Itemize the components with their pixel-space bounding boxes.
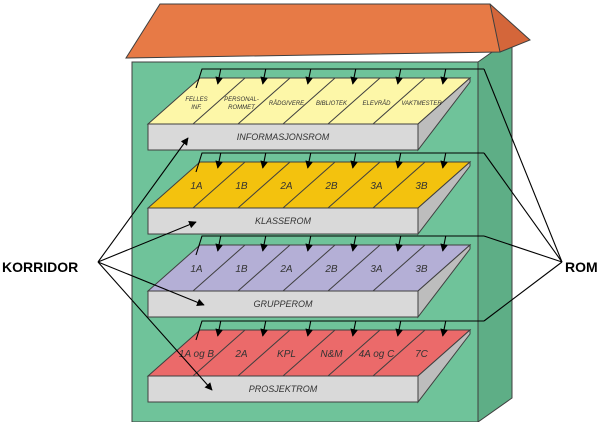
room-divider [282, 244, 336, 292]
room-label: N&M [320, 349, 343, 360]
korridor-arrow [97, 221, 197, 263]
room-label: 1B [235, 181, 248, 192]
room-label: KPL [277, 349, 296, 360]
room-arrow [395, 68, 403, 85]
room-divider [192, 77, 246, 125]
room-arrow [440, 235, 448, 252]
room-label: BIBLIOTEK [316, 101, 348, 107]
room-label: 7C [415, 349, 429, 360]
room-divider [327, 244, 381, 292]
corridor-edge [417, 243, 471, 319]
room-label: 2A [234, 349, 248, 360]
room-arrow [440, 152, 448, 169]
rom-label: ROM [565, 259, 598, 275]
room-divider [282, 329, 336, 377]
room-arrow [440, 320, 448, 337]
room-label: 1A og B [179, 349, 215, 360]
room-label: RÅDGIVERE [269, 100, 305, 107]
rom-lines [483, 68, 563, 322]
korridor-label: KORRIDOR [2, 259, 78, 275]
corridor-edge [417, 328, 471, 404]
corridor-label: GRUPPEROM [253, 299, 313, 309]
room-divider [327, 329, 381, 377]
room-arrow [305, 152, 313, 169]
floor-2: KLASSEROM 1A 1B 2A 2B 3A 3B [146, 152, 484, 236]
room-divider [237, 77, 291, 125]
room-arrow [350, 235, 358, 252]
room-divider [372, 244, 426, 292]
room-divider [327, 77, 381, 125]
room-divider [237, 244, 291, 292]
corridor-label: INFORMASJONSROM [237, 132, 330, 142]
korridor-arrow [97, 137, 189, 263]
room-arrow [260, 320, 268, 337]
room-divider [237, 161, 291, 209]
room-rail [195, 235, 484, 256]
room-arrow [215, 152, 223, 169]
room-arrow [215, 68, 223, 85]
room-arrow [350, 320, 358, 337]
room-label: 3A [370, 181, 383, 192]
korridor-arrow [97, 261, 205, 306]
korridor-arrow [97, 261, 213, 391]
room-arrow [395, 152, 403, 169]
room-arrow [260, 235, 268, 252]
rom-line [483, 68, 563, 263]
room-divider [327, 161, 381, 209]
room-label: 3A [370, 264, 383, 275]
room-label: PERSONAL-ROMMET [224, 97, 259, 111]
room-label: 2A [279, 181, 293, 192]
room-divider [282, 161, 336, 209]
room-rail [195, 152, 484, 173]
room-label: 1B [235, 264, 248, 275]
room-divider [372, 329, 426, 377]
floor-4: PROSJEKTROM 1A og B 2A KPL N&M 4A og C 7C [146, 320, 484, 404]
roof [125, 3, 501, 59]
rom-line [483, 152, 563, 263]
room-divider [192, 329, 246, 377]
corridor-label: KLASSEROM [255, 216, 312, 226]
room-divider [192, 244, 246, 292]
room-label: 2A [279, 264, 293, 275]
room-label: 2B [324, 181, 338, 192]
room-divider [237, 329, 291, 377]
room-rail [195, 68, 484, 89]
room-rail [195, 320, 484, 341]
corridor-label: PROSJEKTROM [249, 384, 318, 394]
room-label: ELEVRÅD [362, 100, 391, 107]
room-label: VAKTMESTER [401, 101, 442, 107]
room-label: 3B [415, 181, 428, 192]
room-arrow [395, 235, 403, 252]
room-arrow [440, 68, 448, 85]
room-divider [192, 161, 246, 209]
room-arrow [395, 320, 403, 337]
room-arrow [350, 152, 358, 169]
room-arrow [350, 68, 358, 85]
room-arrow [305, 235, 313, 252]
corridor-edge [417, 76, 471, 152]
room-label: 1A [190, 181, 203, 192]
room-label: 3B [415, 264, 428, 275]
room-arrow [305, 320, 313, 337]
room-arrow [260, 68, 268, 85]
room-label: 1A [190, 264, 203, 275]
room-label: 4A og C [359, 349, 396, 360]
room-arrow [215, 235, 223, 252]
room-arrow [215, 320, 223, 337]
room-arrow [260, 152, 268, 169]
rom-line [483, 261, 563, 322]
room-arrow [305, 68, 313, 85]
corridor-edge [417, 160, 471, 236]
room-divider [282, 77, 336, 125]
room-divider [372, 161, 426, 209]
rom-line [483, 235, 563, 263]
room-divider [372, 77, 426, 125]
room-label: 2B [324, 264, 338, 275]
floor-3: GRUPPEROM 1A 1B 2A 2B 3A 3B [146, 235, 484, 319]
korridor-arrows [97, 137, 213, 391]
